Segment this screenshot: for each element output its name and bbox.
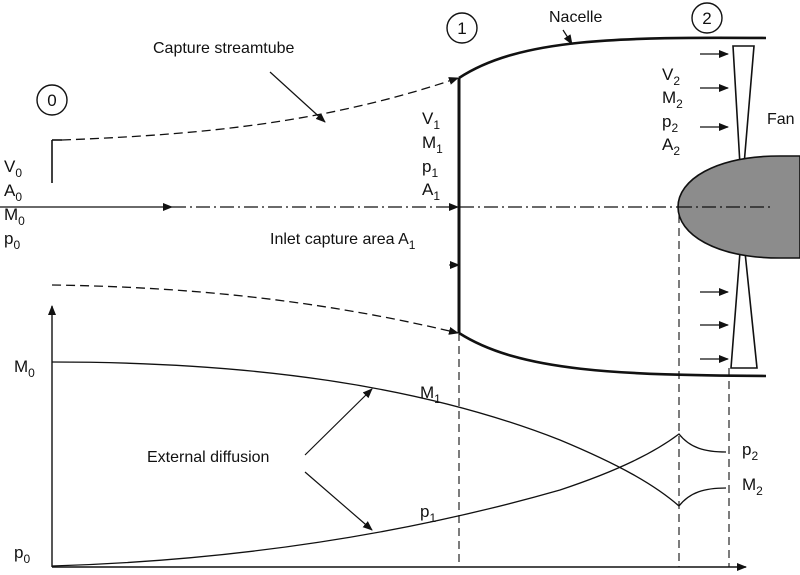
plot-y-top-label: M0 [14,357,35,380]
symbol-p2: p2 [662,112,678,135]
external-diffusion-leader-lower [304,471,373,531]
symbol-A1: A1 [422,180,440,203]
symbol-V1: V1 [422,109,440,132]
external-diffusion-label: External diffusion [147,449,269,466]
symbol-M1: M1 [422,133,443,156]
nacelle-upper-wall [458,36,767,80]
end-pressure-label: p2 [742,440,758,463]
station-2-number: 2 [702,9,711,28]
end-mach-label: M2 [742,475,763,498]
symbol-p0: p0 [4,229,20,252]
symbol-A0: A0 [4,181,22,204]
fan-blade-upper [732,45,755,166]
mach-curve-label: M1 [420,383,441,406]
pressure-curve-label: p1 [420,502,436,525]
inlet-capture-area-label: Inlet capture area A1 [270,231,416,252]
pressure-curve [51,433,727,567]
fan-blade-lower [730,251,758,369]
capture-streamtube-label: Capture streamtube [153,40,295,57]
station-1-circle [446,12,478,44]
symbol-A2: A2 [662,135,680,158]
capture-streamtube-upper [61,77,459,141]
station-0-number: 0 [47,91,56,110]
station-2-circle [691,2,723,34]
mach-curve [51,361,727,507]
nacelle-label: Nacelle [549,9,602,26]
external-diffusion-leader-upper [304,388,373,456]
fan-label: Fan [767,111,795,128]
station-0-circle [36,84,68,116]
capture-streamtube-lower [51,284,459,335]
plot-y-bottom-label: p0 [14,543,30,566]
nacelle-leader [562,29,573,45]
symbol-V2: V2 [662,65,680,88]
capture-streamtube-leader [269,71,326,123]
symbol-M2: M2 [662,88,683,111]
nacelle-lower-wall [458,331,767,378]
station-1-number: 1 [457,19,466,38]
symbol-p1: p1 [422,157,438,180]
symbol-V0: V0 [4,157,22,180]
symbol-M0: M0 [4,205,25,228]
